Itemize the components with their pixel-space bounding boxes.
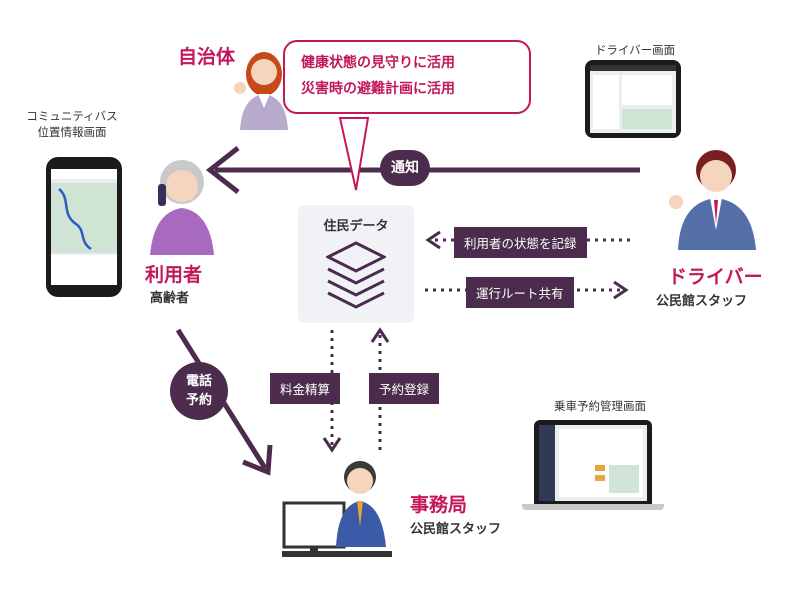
share-route-tag: 運行ルート共有 xyxy=(466,277,574,308)
tablet xyxy=(585,60,681,138)
laptop-base xyxy=(522,504,664,510)
bubble-line-2: 災害時の避難計画に活用 xyxy=(301,81,455,97)
record-status-arrow-head xyxy=(425,230,441,250)
bus-map-screen xyxy=(51,169,117,285)
driver-app-caption: ドライバー画面 xyxy=(594,43,676,57)
resident-data-panel: 住民データ xyxy=(298,205,414,323)
fare-arrow-head xyxy=(322,437,342,453)
share-route-arrow-head xyxy=(613,280,629,300)
municipality-bubble: 健康状態の見守りに活用 災害時の避難計画に活用 xyxy=(283,40,531,114)
driver-person-icon xyxy=(660,140,760,250)
fare-settlement-tag: 料金精算 xyxy=(270,373,341,404)
user-app-caption-line2: 位置情報画面 xyxy=(37,125,107,139)
user-app-caption: コミュニティバス 位置情報画面 xyxy=(12,108,132,140)
office-staff-icon xyxy=(282,455,392,560)
booking-screen xyxy=(539,425,647,501)
user-sub: 高齢者 xyxy=(150,291,190,306)
resident-data-label: 住民データ xyxy=(323,219,389,234)
record-status-tag: 利用者の状態を記録 xyxy=(454,227,587,258)
user-label: 利用者 xyxy=(145,264,203,286)
booking-screen-caption: 乗車予約管理画面 xyxy=(554,399,646,413)
municipality-label: 自治体 xyxy=(178,46,236,68)
office-sub: 公民館スタッフ xyxy=(410,522,502,537)
elderly-user-icon xyxy=(140,150,220,255)
notice-tag: 通知 xyxy=(380,150,430,186)
layers-icon xyxy=(326,241,386,309)
reservation-arrow-head xyxy=(370,327,390,343)
bubble-line-1: 健康状態の見守りに活用 xyxy=(301,55,455,71)
driver-label: ドライバー xyxy=(668,266,763,288)
user-app-caption-line1: コミュニティバス xyxy=(26,109,118,123)
municipality-person-icon xyxy=(228,42,298,130)
notify-arrow-head xyxy=(205,146,240,194)
phone-booking-label-1: 電話 xyxy=(185,374,212,389)
phone-booking-badge: 電話 予約 xyxy=(170,362,228,420)
phone-arrow-head xyxy=(242,444,273,476)
bubble-pointer xyxy=(338,117,370,191)
smartphone xyxy=(46,157,122,297)
office-label: 事務局 xyxy=(410,494,468,516)
driver-sub: 公民館スタッフ xyxy=(656,294,748,309)
laptop xyxy=(534,420,652,504)
reservation-tag: 予約登録 xyxy=(369,373,440,404)
driver-screen xyxy=(590,65,676,133)
phone-booking-label-2: 予約 xyxy=(185,393,212,408)
